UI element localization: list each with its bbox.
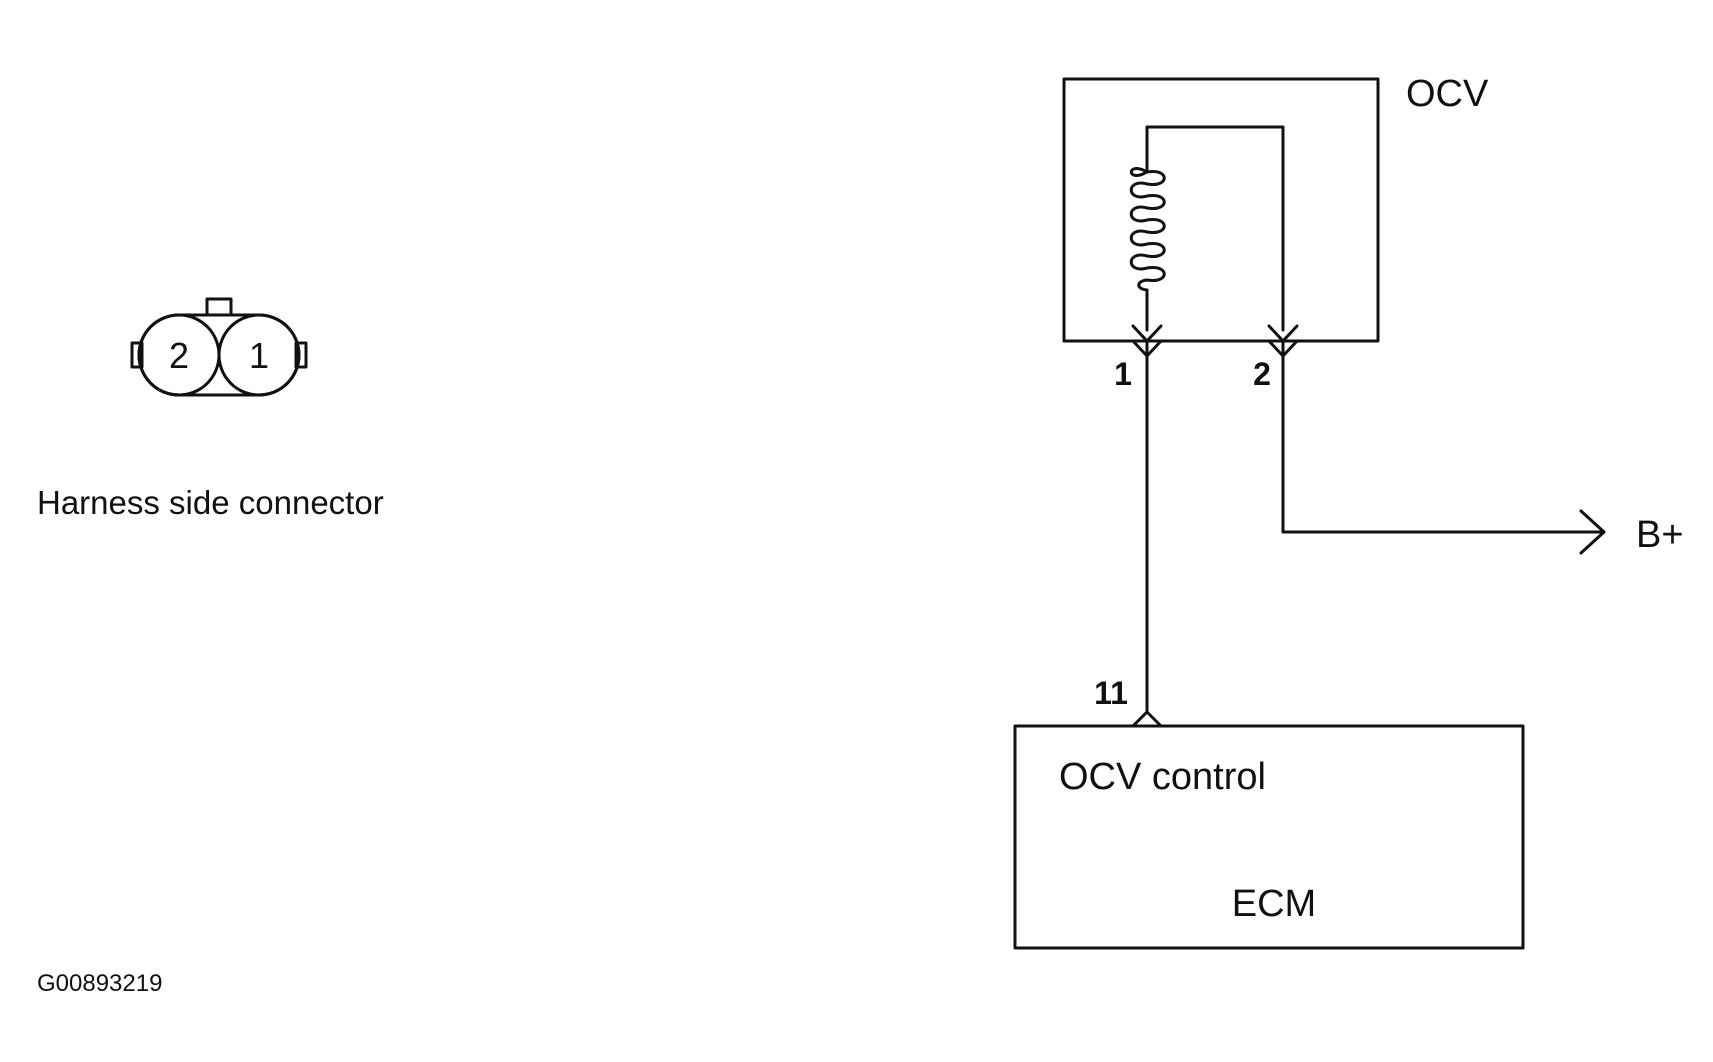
connector-left-latch: [130, 341, 144, 369]
ecm-terminal-11-arrow: [1131, 710, 1163, 728]
harness-connector: 2 1: [130, 297, 308, 397]
connector-pin-2-label: 2: [169, 335, 189, 376]
coil-icon: [1129, 167, 1166, 292]
ecm-label: ECM: [1232, 883, 1316, 925]
battery-arrow-icon: [1579, 509, 1606, 555]
ocv-component: [1062, 77, 1380, 358]
ocv-label: OCV: [1406, 73, 1489, 115]
connector-caption: Harness side connector: [37, 484, 384, 521]
connector-right-latch: [294, 341, 308, 369]
ecm-box: [1013, 724, 1525, 950]
ocv-pin-2-label: 2: [1253, 356, 1271, 392]
ocv-box: [1062, 77, 1380, 343]
battery-label: B+: [1636, 514, 1684, 556]
ocv-internal-wire: [1145, 125, 1285, 332]
ecm-component: [1013, 710, 1525, 950]
connector-top-tab: [205, 297, 233, 317]
connector-cavity-1: [217, 313, 301, 397]
ecm-pin-11-label: 11: [1094, 675, 1128, 711]
figure-id: G00893219: [37, 970, 162, 997]
wire-ocv2-to-battery: [1281, 339, 1604, 534]
connector-pin-1-label: 1: [249, 335, 269, 376]
ocv-pin-1-label: 1: [1114, 356, 1132, 392]
ecm-function-label: OCV control: [1059, 756, 1266, 798]
